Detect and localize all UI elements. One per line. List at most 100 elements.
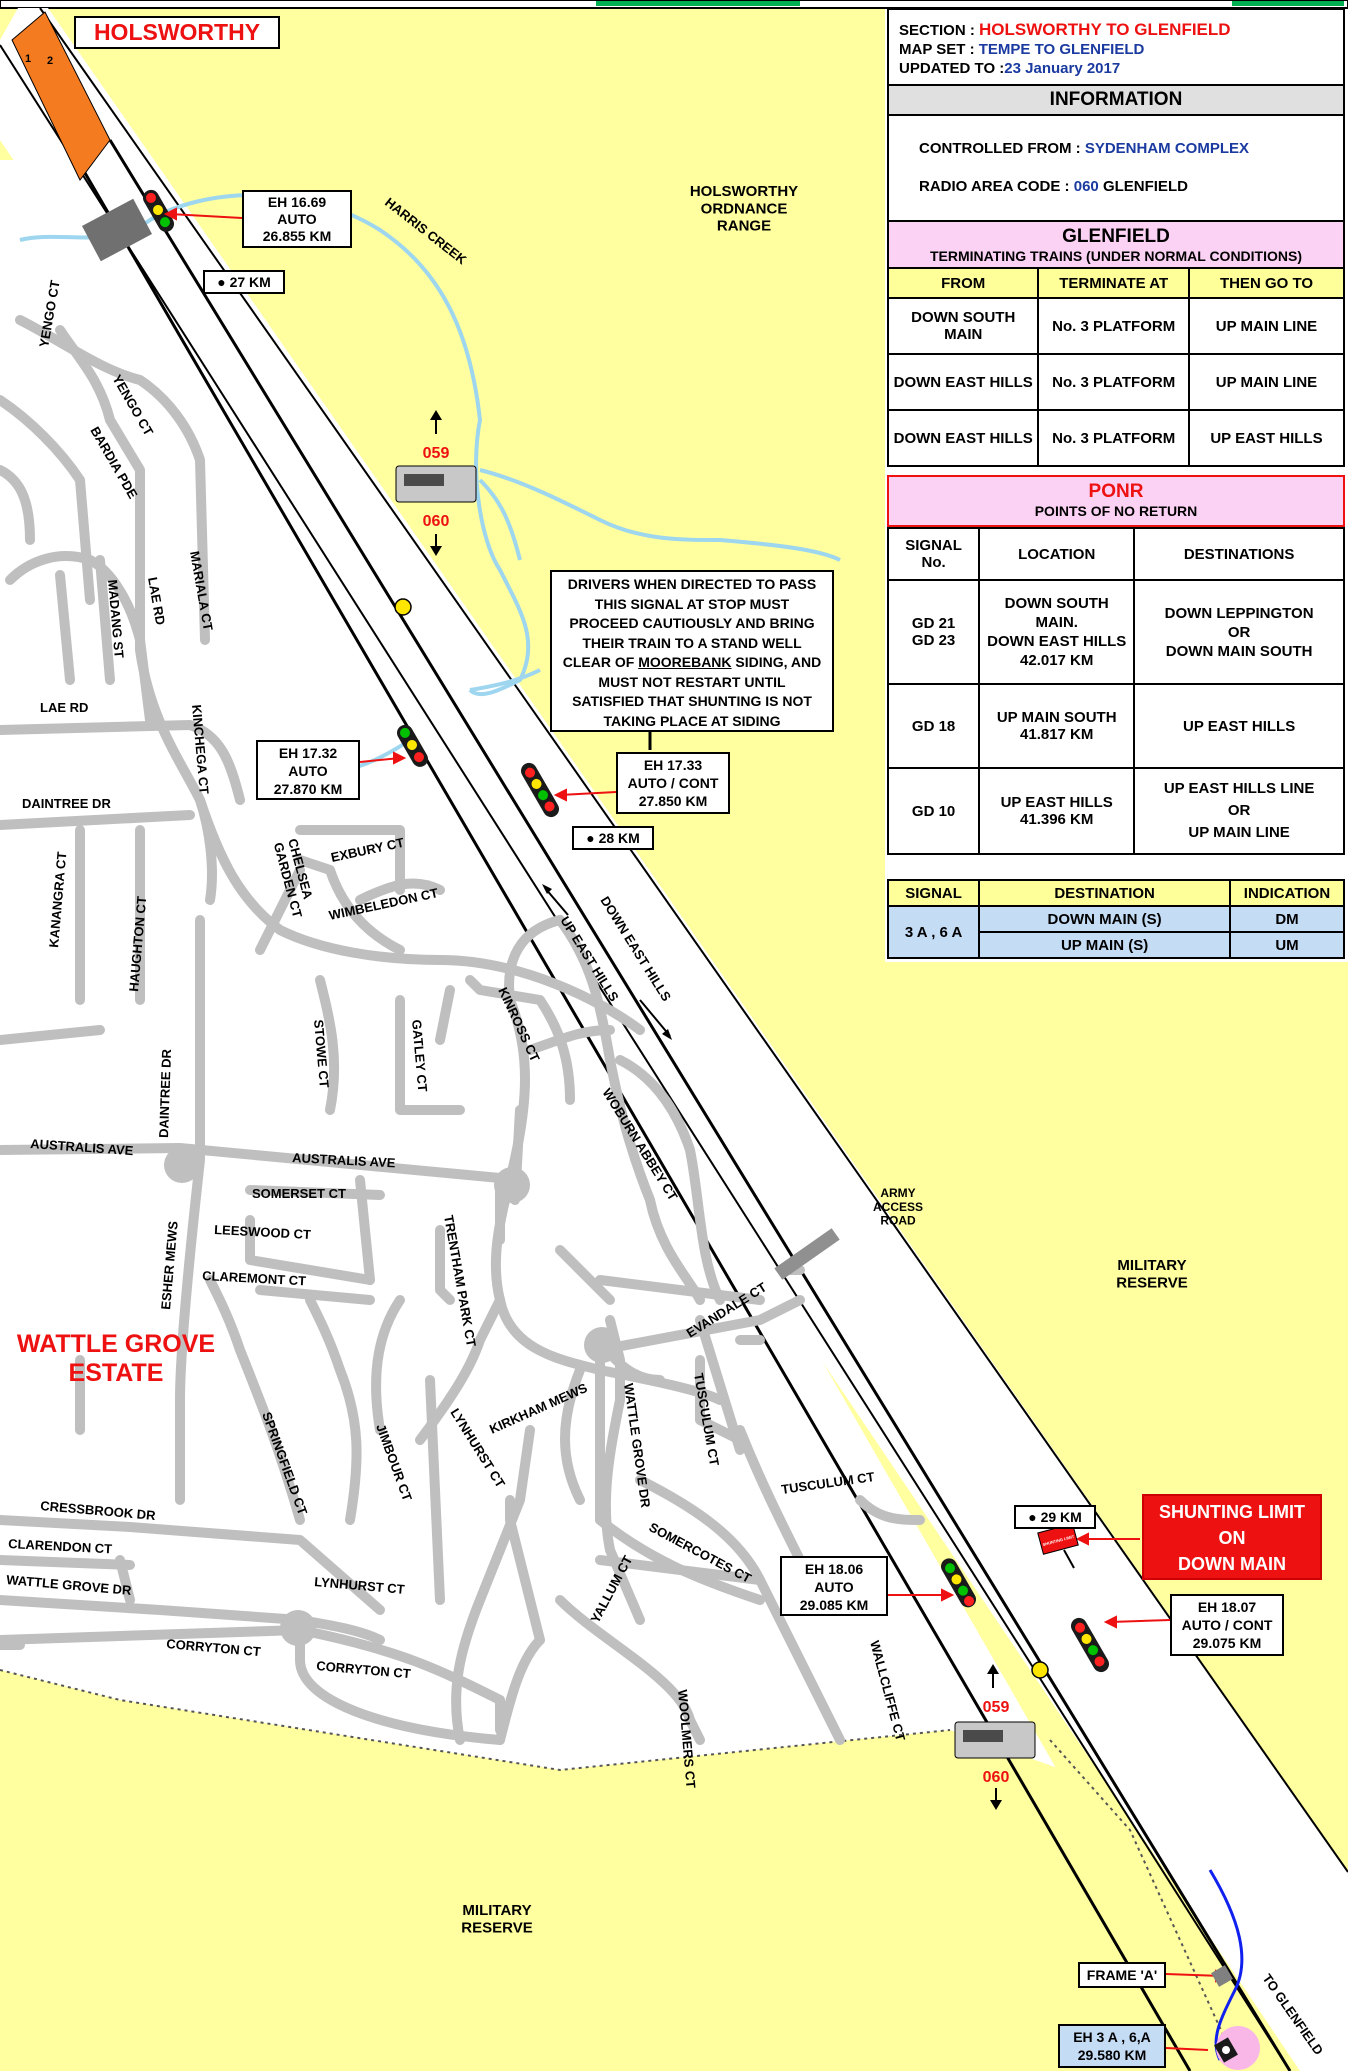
street-label: CLAREMONT CT (202, 1268, 307, 1288)
signal-label-eh1807: EH 18.07 AUTO / CONT 29.075 KM (1170, 1594, 1284, 1656)
updated-value: 23 January 2017 (1004, 60, 1121, 77)
mapset-value: TEMPE TO GLENFIELD (978, 41, 1145, 58)
km-marker-28: ● 28 KM (572, 826, 654, 850)
table-cell: GD 10 (886, 767, 981, 855)
signal-eh1806 (941, 1558, 976, 1608)
km-marker-28-text: 28 KM (598, 830, 640, 846)
section-key: SECTION : (899, 22, 975, 39)
signal-eh1732 (397, 724, 428, 767)
glenfield-table: FROM TERMINATE AT THEN GO TO DOWN SOUTH … (886, 269, 1346, 467)
ponr-subtitle: POINTS OF NO RETURN (1034, 503, 1198, 519)
controlled-value: SYDENHAM COMPLEX (1084, 140, 1250, 157)
radio-key: RADIO AREA CODE : (919, 178, 1070, 195)
street-label: STOWE CT (311, 1019, 332, 1088)
rail-corridor (0, 8, 1348, 2071)
column-header: FROM (886, 269, 1040, 299)
platform-holsworthy (11, 11, 111, 181)
reserve-boundary (0, 1669, 951, 1772)
harris-creek (19, 193, 531, 697)
radio-change-marker-2 (1031, 1661, 1049, 1679)
eh3a-signal (1214, 2037, 1238, 2063)
top-green-block-1 (596, 0, 800, 6)
table-cell: UM (1229, 931, 1345, 959)
column-header: DESTINATIONS (1133, 527, 1345, 581)
table-cell: No. 3 PLATFORM (1037, 297, 1190, 355)
shunting-limit-notice: SHUNTING LIMIT ON DOWN MAIN (1142, 1494, 1322, 1580)
streets (0, 315, 925, 1745)
controlled-key: CONTROLLED FROM : (919, 140, 1081, 157)
location-label: HOLSWORTHY (74, 16, 280, 49)
radio-code-060-upper: 060 (423, 513, 450, 530)
ponr-table: SIGNAL No. LOCATION DESTINATIONS GD 21 G… (886, 527, 1345, 855)
bridge-holsworthy (82, 198, 152, 262)
column-header: DESTINATION (978, 879, 1231, 907)
radio-lower: 059 060 (954, 1664, 1036, 1810)
column-header: THEN GO TO (1187, 269, 1346, 299)
radio-upper: 059 060 (395, 410, 477, 556)
glenfield-title: GLENFIELD (1062, 226, 1170, 247)
km-marker-29-text: 29 KM (1040, 1509, 1082, 1525)
indication-header: SIGNAL DESTINATION INDICATION (886, 879, 1345, 907)
information-header: INFORMATION (887, 86, 1345, 116)
signal-label-eh1806: EH 18.06 AUTO 29.085 KM (780, 1556, 888, 1616)
street-label: CLARENDON CT (8, 1536, 113, 1556)
eh3a-pointer (1165, 2047, 1209, 2051)
reserve-boundary-2 (1049, 1739, 1231, 2051)
table-cell: UP EAST HILLS LINE OR UP MAIN LINE (1133, 767, 1345, 855)
track-number-1: 1 (25, 53, 31, 65)
top-border (0, 0, 1348, 9)
section-value: HOLSWORTHY TO GLENFIELD (979, 20, 1231, 39)
column-header: LOCATION (978, 527, 1136, 581)
ponr-title: PONR (1088, 481, 1144, 502)
corridor-edge-west (0, 44, 1291, 2071)
column-header: TERMINATE AT (1037, 269, 1190, 299)
signal-label-eh1669: EH 16.69 AUTO 26.855 KM (242, 190, 352, 248)
table-cell: GD 21 GD 23 (886, 579, 981, 685)
table-cell: UP MAIN SOUTH 41.817 KM (978, 683, 1136, 769)
table-cell: UP MAIN LINE (1187, 297, 1346, 355)
track-down (108, 139, 1292, 2071)
table-row: DOWN SOUTH MAIN No. 3 PLATFORM UP MAIN L… (886, 297, 1346, 355)
table-cell: No. 3 PLATFORM (1037, 353, 1190, 411)
top-green-block-2 (1232, 0, 1344, 6)
signal-eh1807 (1071, 1617, 1109, 1673)
table-cell: UP EAST HILLS 41.396 KM (978, 767, 1136, 855)
street-label: DAINTREE DR (22, 796, 111, 811)
info-panel: SECTION : HOLSWORTHY TO GLENFIELD MAP SE… (886, 8, 1346, 959)
creek-branch (479, 468, 841, 562)
table-cell: DM (1229, 905, 1345, 933)
street-label: LAE RD (40, 700, 88, 715)
creek-crossing (469, 668, 541, 692)
signal-eh1733 (521, 762, 559, 818)
street-label: AUSTRALIS AVE (292, 1150, 396, 1170)
column-header: SIGNAL (886, 879, 981, 907)
street-label: AUSTRALIS AVE (30, 1136, 134, 1158)
radio-area: GLENFIELD (1102, 178, 1188, 195)
table-cell: 3 A , 6 A (886, 905, 981, 959)
radio-code-060-lower: 060 (983, 1769, 1010, 1786)
table-cell: DOWN SOUTH MAIN (886, 297, 1040, 355)
pointer-lines (163, 207, 1229, 1983)
table-cell: GD 18 (886, 683, 981, 769)
down-arrow-head (662, 1029, 672, 1040)
down-arrow (639, 999, 671, 1037)
radio-code-059-upper: 059 (423, 445, 450, 462)
table-cell: UP MAIN LINE (1187, 353, 1346, 411)
section-block: SECTION : HOLSWORTHY TO GLENFIELD MAP SE… (887, 8, 1345, 86)
glenfield-table-header: FROM TERMINATE AT THEN GO TO (886, 269, 1346, 299)
radio-code: 060 (1073, 178, 1099, 195)
table-cell: DOWN LEPPINGTON OR DOWN MAIN SOUTH (1133, 579, 1345, 685)
table-row: DOWN EAST HILLS No. 3 PLATFORM UP EAST H… (886, 409, 1346, 467)
up-arrow (544, 887, 569, 916)
street-label: GATLEY CT (409, 1019, 430, 1093)
track-number-2: 2 (47, 55, 53, 67)
frame-a-box (1211, 1965, 1233, 1987)
signal-label-eh1732: EH 17.32 AUTO 27.870 KM (256, 740, 360, 800)
table-cell: UP EAST HILLS (1133, 683, 1345, 769)
up-arrow-head (542, 884, 552, 894)
column-header: INDICATION (1229, 879, 1345, 907)
army-access-bridge (774, 1228, 840, 1280)
indication-table: SIGNAL DESTINATION INDICATION 3 A , 6 A … (886, 879, 1345, 959)
table-row: 3 A , 6 A DOWN MAIN (S) DM (886, 905, 1345, 959)
